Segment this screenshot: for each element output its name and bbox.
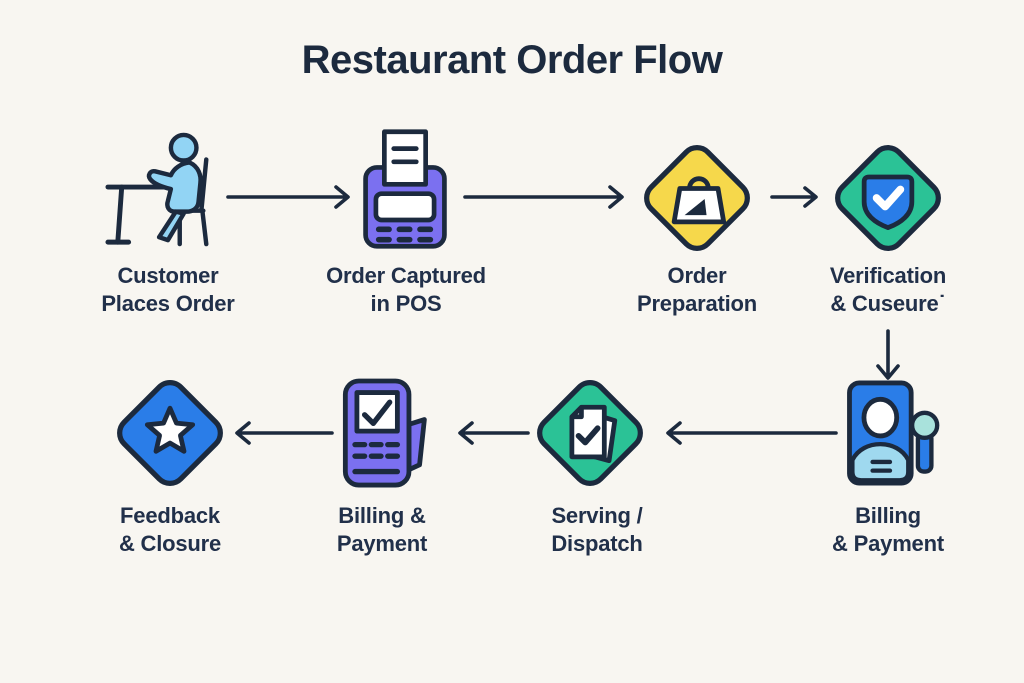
page-title: Restaurant Order Flow bbox=[301, 38, 723, 82]
label-line: Preparation bbox=[636, 291, 758, 316]
label-billing-and-payment: Billing & Payment bbox=[773, 502, 1003, 558]
label-line: Feedback bbox=[120, 503, 220, 528]
label-verification-closure: Verification & Cuseure˙ bbox=[773, 262, 1003, 318]
label-customer-places-order: Customer Places Order bbox=[53, 262, 283, 318]
label-line: Verification bbox=[829, 263, 947, 288]
arrow-verification-to-billing bbox=[876, 329, 900, 380]
node-customer-places-order bbox=[105, 128, 223, 252]
node-billing-and-payment bbox=[836, 377, 942, 491]
id-card-person-icon bbox=[847, 380, 940, 486]
label-line: & Closure bbox=[118, 531, 222, 556]
node-order-captured-in-pos bbox=[358, 128, 452, 250]
node-feedback-closure bbox=[108, 371, 232, 495]
payment-terminal-icon bbox=[342, 378, 427, 488]
arrow-preparation-to-verification bbox=[770, 186, 818, 208]
label-feedback-closure: Feedback & Closure bbox=[55, 502, 285, 558]
node-order-preparation bbox=[635, 136, 759, 260]
arrow-billing2-to-feedback bbox=[235, 421, 334, 445]
label-line: Places Order bbox=[101, 291, 235, 316]
label-line: in POS bbox=[370, 291, 442, 316]
label-order-preparation: Order Preparation bbox=[582, 262, 812, 318]
node-serving-dispatch bbox=[528, 371, 652, 495]
shield-check-diamond-icon bbox=[835, 145, 941, 251]
label-serving-dispatch: Serving / Dispatch bbox=[482, 502, 712, 558]
label-line: Order Captured bbox=[326, 263, 486, 288]
label-line: & Payment bbox=[832, 531, 944, 556]
label-line: Dispatch bbox=[551, 531, 643, 556]
arrow-customer-to-pos bbox=[226, 185, 350, 209]
arrow-serving-to-billing2 bbox=[458, 421, 530, 445]
person-at-table-icon bbox=[105, 132, 209, 247]
star-diamond-icon bbox=[117, 380, 223, 486]
label-line: Billing & bbox=[338, 503, 426, 528]
shopping-bag-diamond-icon bbox=[644, 145, 750, 251]
label-line: Customer bbox=[117, 263, 219, 288]
pos-receipt-printer-icon bbox=[363, 129, 447, 249]
arrow-pos-to-preparation bbox=[463, 185, 624, 209]
label-line: Payment bbox=[336, 531, 428, 556]
documents-check-diamond-icon bbox=[537, 380, 643, 486]
label-line: & Cuseure˙ bbox=[830, 291, 946, 316]
label-line: Serving / bbox=[551, 503, 643, 528]
label-line: Billing bbox=[855, 503, 921, 528]
label-line: Order bbox=[667, 263, 727, 288]
label-order-captured-in-pos: Order Captured in POS bbox=[291, 262, 521, 318]
node-billing-payment bbox=[328, 376, 434, 492]
label-billing-payment: Billing & Payment bbox=[267, 502, 497, 558]
arrow-billing-to-serving bbox=[666, 421, 838, 445]
node-verification-closure bbox=[826, 136, 950, 260]
